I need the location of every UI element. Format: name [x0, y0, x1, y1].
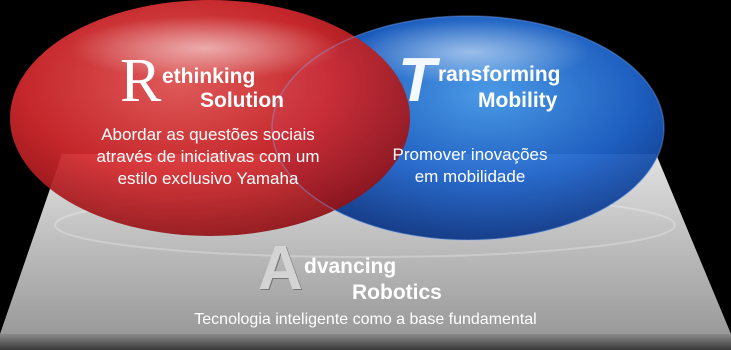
transforming-description: Promover inovações em mobilidade: [370, 144, 570, 188]
rethinking-word: ethinking: [162, 65, 256, 88]
robotics-word: Robotics: [352, 281, 442, 304]
blue-circle-outline: [271, 15, 665, 241]
rethinking-description-line: através de iniciativas com um: [96, 147, 320, 166]
mobility-word: Mobility: [478, 89, 558, 112]
rethinking-initial: R: [120, 47, 162, 115]
solution-word: Solution: [200, 89, 284, 112]
transforming-initial: T: [398, 46, 436, 115]
rethinking-description: Abordar as questões sociais através de i…: [58, 124, 358, 190]
rethinking-description-line: Abordar as questões sociais: [101, 125, 315, 144]
transforming-word: ransforming: [438, 63, 561, 86]
advancing-description: Tecnologia inteligente como a base funda…: [194, 311, 537, 328]
base-platform-front: [0, 334, 731, 350]
transforming-description-line: Promover inovações: [392, 145, 548, 164]
transforming-description-line: em mobilidade: [414, 167, 526, 186]
red-circle: [10, 0, 410, 236]
advancing-initial: A: [258, 234, 303, 303]
rethinking-description-line: estilo exclusivo Yamaha: [117, 169, 299, 188]
advancing-word: dvancing: [304, 255, 397, 278]
